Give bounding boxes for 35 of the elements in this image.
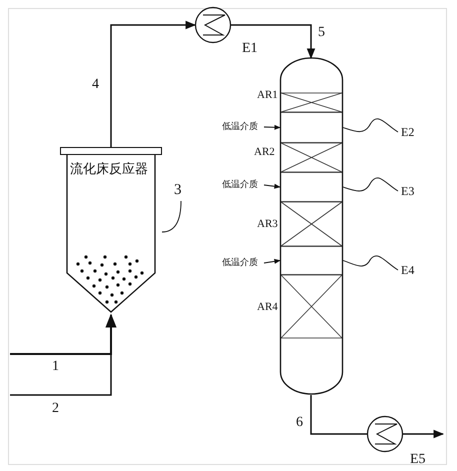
callout-label: E4 <box>401 264 414 276</box>
flow-arrow <box>10 314 116 396</box>
equipment-label: E1 <box>242 42 258 56</box>
callout-label: E3 <box>401 185 414 197</box>
callout-number: 3 <box>174 183 182 198</box>
interbed-zone <box>280 246 343 275</box>
leader-line <box>342 178 398 192</box>
medium-label: 低温介质 <box>222 258 258 267</box>
flow-arrow <box>264 258 281 264</box>
flow-arrow <box>110 20 196 147</box>
bed-label: AR2 <box>254 147 275 158</box>
bed-label: AR1 <box>257 90 278 101</box>
bed-label: AR3 <box>257 219 278 230</box>
interbed-zone <box>280 172 343 202</box>
leader-line <box>342 255 398 270</box>
stream-number: 1 <box>52 360 59 374</box>
leader-line <box>162 200 182 232</box>
flow-arrow <box>264 184 281 189</box>
flow-arrow <box>403 430 444 438</box>
reactor-label: 流化床反应器 <box>70 163 148 176</box>
equipment-label: E5 <box>410 453 426 467</box>
stream-number: 5 <box>318 26 325 40</box>
medium-label: 低温介质 <box>222 122 258 131</box>
interbed-zone <box>280 112 343 143</box>
leader-line <box>342 118 398 132</box>
medium-label: 低温介质 <box>222 180 258 189</box>
flow-arrow <box>231 24 316 60</box>
stream-number: 4 <box>92 78 99 92</box>
flow-arrow <box>264 124 281 130</box>
bed-label: AR4 <box>257 302 278 313</box>
stream-number: 6 <box>296 416 303 430</box>
stream-number: 2 <box>52 402 59 416</box>
fluidized-bed-reactor <box>60 147 162 313</box>
flow-arrow <box>10 314 117 355</box>
callout-label: E2 <box>401 126 414 138</box>
